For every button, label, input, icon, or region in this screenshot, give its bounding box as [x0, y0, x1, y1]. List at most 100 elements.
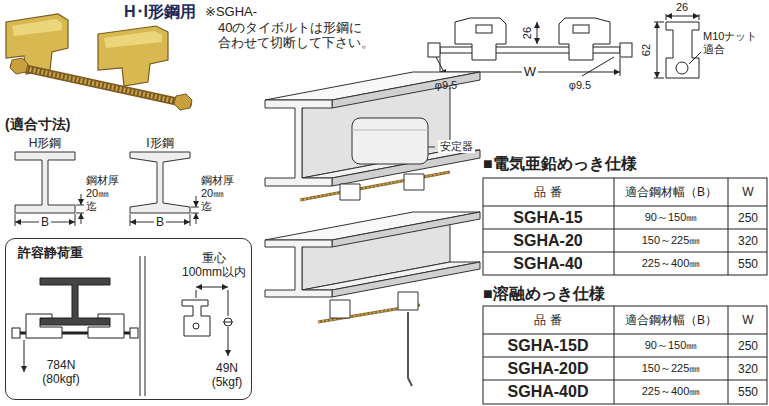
load-label: 784N (80kgf) [42, 358, 79, 387]
diagram-label: ※SGHA-40のタイボルトは形鋼に 合わせて切断して下さい。 [205, 4, 374, 51]
fit-dimension-figures [196, 196, 197, 207]
fit-dimension-figures [75, 214, 76, 226]
load-panel: 許容静荷重784N (80kgf)重心 100mm以内49N (5kgf) [5, 238, 252, 400]
diagram-label: 225～400㎜ [642, 385, 701, 398]
diagram-label: ■溶融めっき仕様 [483, 284, 605, 303]
beam-illustration [265, 240, 332, 297]
beam-illustration [404, 174, 424, 190]
diagram-label: 適合鋼材幅（B） [625, 313, 717, 327]
diagram-label: 150～225㎜ [642, 362, 701, 375]
diagram-label: φ9.5 [569, 79, 591, 92]
diagram-label: 品 番 [534, 185, 561, 199]
dimension-drawing [676, 62, 688, 74]
load-figures [26, 314, 62, 338]
spec-tables [483, 357, 767, 358]
fit-dimension-figures [196, 213, 197, 224]
beam-illustration [265, 100, 332, 186]
diagram-label: 品 番 [534, 313, 561, 327]
spec-tables [483, 229, 767, 230]
product-photo [12, 19, 62, 36]
spec-tables [483, 178, 767, 404]
diagram-label: 225～400㎜ [642, 257, 701, 270]
beam-illustration [332, 212, 480, 247]
diagram-label: SGHA-15 [513, 208, 582, 227]
product-title: H･I形鋼用 [124, 2, 196, 21]
diagram-label: 26 [676, 1, 688, 14]
beam-illustration [300, 172, 450, 200]
product-photo [174, 94, 192, 110]
spec-tables [728, 178, 729, 275]
spec-tables [483, 178, 767, 275]
load-figures [12, 328, 20, 338]
dimension-drawing [428, 14, 701, 78]
dimension-drawing [666, 14, 667, 20]
load-figures [140, 256, 141, 396]
beam-illustration [330, 300, 350, 318]
dimension-drawing [654, 78, 664, 79]
load-figures [24, 340, 25, 372]
beam-illustration [340, 184, 360, 200]
diagram-label: 320 [738, 361, 758, 375]
load-figures [196, 287, 228, 288]
spec-tables [614, 306, 615, 404]
dimension-drawing [455, 18, 506, 60]
diagram-label: B [39, 215, 51, 229]
load-figures [196, 290, 197, 298]
load-figures [193, 323, 199, 329]
diagram-label: H形鋼 [29, 136, 62, 150]
product-photo [6, 14, 192, 110]
spec-tables [614, 178, 615, 275]
fit-dimension-figures [76, 205, 84, 206]
load-figures [223, 322, 233, 323]
product-photo [6, 14, 68, 74]
fit-dimension-figures [15, 214, 16, 226]
diagram-label: W [522, 64, 538, 80]
diagram-label: 鋼材厚 20㎜迄 [86, 174, 119, 214]
dimension-drawing [573, 25, 589, 33]
load-figures [130, 328, 138, 338]
diagram-label: SGHA-40D [508, 382, 589, 401]
diagram-label: φ9.5 [435, 79, 457, 92]
fit-dimension-figures [190, 214, 191, 226]
beam-illustration [352, 118, 428, 164]
dimension-drawing [582, 57, 614, 76]
beam-illustration [408, 312, 412, 386]
diagram-label: 90～150㎜ [645, 339, 698, 352]
beam-illustration [352, 130, 428, 131]
beam-illustration [398, 292, 418, 310]
fit-dimension-figures [130, 214, 131, 226]
load-label: 49N (5kgf) [212, 361, 243, 390]
load-figures [224, 318, 232, 326]
dimension-drawing [559, 18, 610, 60]
fit-dimension-figures [81, 213, 82, 224]
diagram-label: W [742, 185, 753, 199]
diagram-label: 320 [738, 233, 758, 247]
diagram-label: 適合鋼材幅（B） [625, 185, 717, 199]
load-figures [228, 327, 229, 356]
diagram-label: I形鋼 [146, 136, 173, 150]
fit-dimension-figures [15, 152, 75, 213]
diagram-label: 550 [738, 385, 758, 399]
product-photo [104, 31, 162, 48]
diagram-label: SGHA-15D [508, 336, 589, 355]
beam-illustration [265, 72, 480, 386]
dimension-drawing [537, 22, 538, 44]
diagram-label: SGHA-40 [513, 254, 582, 273]
dimension-drawing [476, 25, 492, 33]
spec-tables [483, 306, 767, 404]
spec-tables [483, 380, 767, 381]
diagram-label: 250 [738, 210, 758, 224]
diagram-label: 鋼材厚 20㎜迄 [201, 174, 234, 214]
diagram-label: 550 [738, 256, 758, 270]
spec-tables [483, 206, 767, 207]
diagram-label: 250 [738, 338, 758, 352]
fit-dimension-figures [130, 152, 190, 213]
diagram-label: 安定器 [438, 140, 475, 153]
diagram-label: (適合寸法) [5, 116, 70, 133]
dimension-drawing [657, 22, 658, 78]
load-figures [145, 256, 146, 396]
load-figures [182, 300, 210, 336]
beam-illustration [332, 72, 480, 108]
product-photo [14, 66, 188, 104]
